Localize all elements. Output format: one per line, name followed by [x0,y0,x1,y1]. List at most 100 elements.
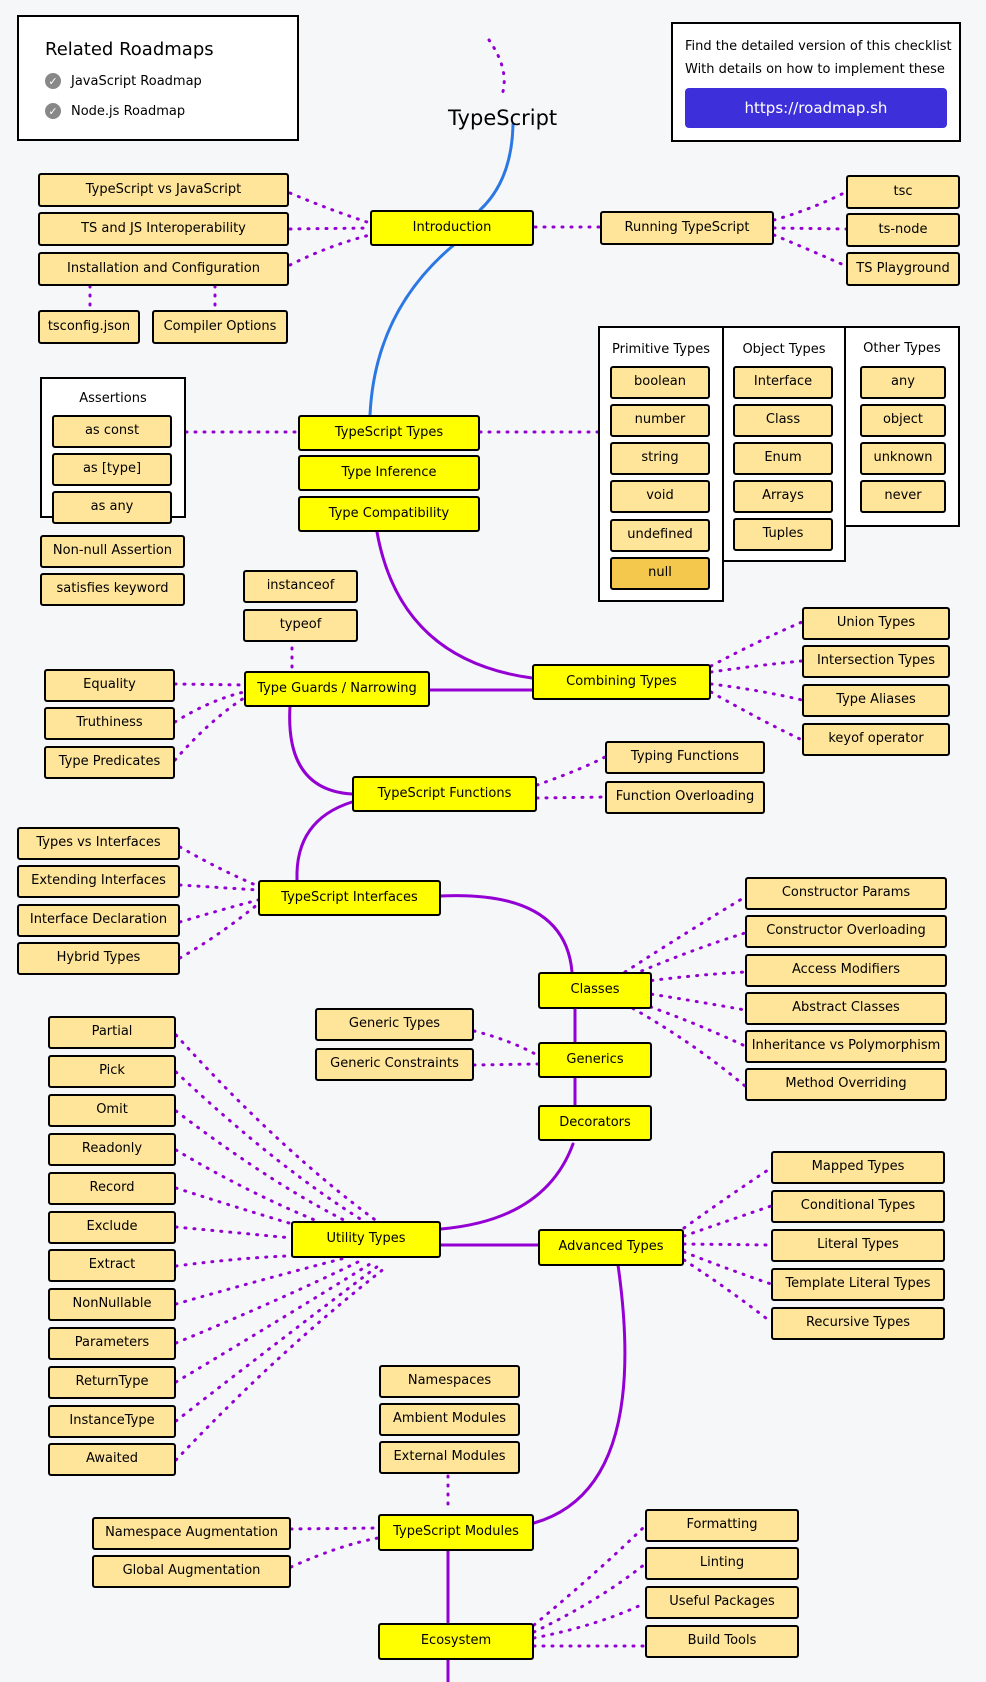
node-undefined[interactable]: undefined [610,519,710,552]
edge-functions-interfaces [295,800,354,882]
node-typescript-types[interactable]: TypeScript Types [298,415,480,451]
node-any[interactable]: any [860,366,946,399]
related-item-nodejs[interactable]: ✓ Node.js Roadmap [45,103,185,119]
node-tuples[interactable]: Tuples [733,518,833,551]
node-nonnullable[interactable]: NonNullable [48,1288,176,1321]
node-typing-functions[interactable]: Typing Functions [605,741,765,774]
node-as-type[interactable]: as [type] [52,453,172,486]
node-ambient-modules[interactable]: Ambient Modules [379,1403,520,1436]
node-constructor-overloading[interactable]: Constructor Overloading [745,915,947,948]
node-readonly[interactable]: Readonly [48,1133,176,1166]
related-item-javascript[interactable]: ✓ JavaScript Roadmap [45,73,202,89]
node-method-overriding[interactable]: Method Overriding [745,1068,947,1101]
node-type-aliases[interactable]: Type Aliases [802,684,950,717]
node-as-any[interactable]: as any [52,491,172,524]
node-intersection-types[interactable]: Intersection Types [802,645,950,678]
node-generic-constraints[interactable]: Generic Constraints [315,1048,474,1081]
node-type-inference[interactable]: Type Inference [298,455,480,491]
node-omit[interactable]: Omit [48,1094,176,1127]
node-utility-types[interactable]: Utility Types [291,1221,441,1258]
node-classes[interactable]: Classes [538,972,652,1009]
node-object[interactable]: object [860,404,946,437]
node-union-types[interactable]: Union Types [802,607,950,640]
node-interface-declaration[interactable]: Interface Declaration [17,904,180,937]
node-ts-node[interactable]: ts-node [846,213,960,247]
node-type-predicates[interactable]: Type Predicates [44,746,175,779]
node-equality[interactable]: Equality [44,669,175,702]
node-typescript-functions[interactable]: TypeScript Functions [352,776,537,812]
node-access-modifiers[interactable]: Access Modifiers [745,954,947,987]
node-exclude[interactable]: Exclude [48,1211,176,1244]
node-namespace-augmentation[interactable]: Namespace Augmentation [92,1517,291,1550]
node-generics[interactable]: Generics [538,1042,652,1078]
roadmap-link-button[interactable]: https://roadmap.sh [685,88,947,128]
node-installation[interactable]: Installation and Configuration [38,252,289,286]
node-ts-playground[interactable]: TS Playground [846,252,960,286]
node-namespaces[interactable]: Namespaces [379,1365,520,1398]
node-recursive-types[interactable]: Recursive Types [771,1307,945,1340]
node-combining-types[interactable]: Combining Types [532,664,711,700]
node-inheritance-polymorphism[interactable]: Inheritance vs Polymorphism [745,1030,947,1063]
node-running-typescript[interactable]: Running TypeScript [600,211,774,245]
node-typescript-interfaces[interactable]: TypeScript Interfaces [258,880,441,916]
node-satisfies-keyword[interactable]: satisfies keyword [40,573,185,606]
node-types-vs-interfaces[interactable]: Types vs Interfaces [17,827,180,860]
node-boolean[interactable]: boolean [610,366,710,399]
node-instancetype[interactable]: InstanceType [48,1405,176,1438]
node-external-modules[interactable]: External Modules [379,1441,520,1474]
node-advanced-types[interactable]: Advanced Types [538,1229,684,1266]
node-type-compatibility[interactable]: Type Compatibility [298,496,480,532]
node-typeof[interactable]: typeof [243,609,358,642]
node-introduction[interactable]: Introduction [370,210,534,246]
node-interface[interactable]: Interface [733,366,833,399]
node-ecosystem[interactable]: Ecosystem [378,1623,534,1660]
node-partial[interactable]: Partial [48,1016,176,1049]
node-tsconfig[interactable]: tsconfig.json [38,310,140,344]
node-global-augmentation[interactable]: Global Augmentation [92,1555,291,1588]
node-mapped-types[interactable]: Mapped Types [771,1151,945,1184]
node-conditional-types[interactable]: Conditional Types [771,1190,945,1223]
promo-panel: Find the detailed version of this checkl… [671,22,961,142]
node-hybrid-types[interactable]: Hybrid Types [17,942,180,975]
node-ts-js-interop[interactable]: TS and JS Interoperability [38,212,289,246]
node-template-literal-types[interactable]: Template Literal Types [771,1268,945,1301]
node-abstract-classes[interactable]: Abstract Classes [745,992,947,1025]
node-formatting[interactable]: Formatting [645,1509,799,1542]
node-extending-interfaces[interactable]: Extending Interfaces [17,865,180,898]
node-number[interactable]: number [610,404,710,437]
node-generic-types[interactable]: Generic Types [315,1008,474,1041]
node-type-guards[interactable]: Type Guards / Narrowing [244,671,430,707]
node-null[interactable]: null [610,557,710,590]
node-unknown[interactable]: unknown [860,442,946,475]
node-pick[interactable]: Pick [48,1055,176,1088]
edge-compat-combining [375,530,534,680]
node-class[interactable]: Class [733,404,833,437]
node-record[interactable]: Record [48,1172,176,1205]
node-function-overloading[interactable]: Function Overloading [605,781,765,814]
node-literal-types[interactable]: Literal Types [771,1229,945,1262]
node-useful-packages[interactable]: Useful Packages [645,1586,799,1619]
node-never[interactable]: never [860,480,946,513]
node-build-tools[interactable]: Build Tools [645,1625,799,1658]
node-ts-vs-js[interactable]: TypeScript vs JavaScript [38,173,289,207]
node-non-null-assertion[interactable]: Non-null Assertion [40,535,185,568]
node-instanceof[interactable]: instanceof [243,570,358,603]
node-keyof-operator[interactable]: keyof operator [802,723,950,756]
node-returntype[interactable]: ReturnType [48,1366,176,1399]
node-truthiness[interactable]: Truthiness [44,707,175,740]
node-void[interactable]: void [610,480,710,513]
node-enum[interactable]: Enum [733,442,833,475]
node-compiler-options[interactable]: Compiler Options [152,310,288,344]
node-tsc[interactable]: tsc [846,175,960,209]
node-extract[interactable]: Extract [48,1249,176,1282]
node-as-const[interactable]: as const [52,415,172,448]
node-awaited[interactable]: Awaited [48,1443,176,1476]
node-parameters[interactable]: Parameters [48,1327,176,1360]
node-linting[interactable]: Linting [645,1547,799,1580]
node-decorators[interactable]: Decorators [538,1105,652,1141]
node-arrays[interactable]: Arrays [733,480,833,513]
node-constructor-params[interactable]: Constructor Params [745,877,947,910]
node-typescript-modules[interactable]: TypeScript Modules [378,1514,534,1551]
node-string[interactable]: string [610,442,710,475]
